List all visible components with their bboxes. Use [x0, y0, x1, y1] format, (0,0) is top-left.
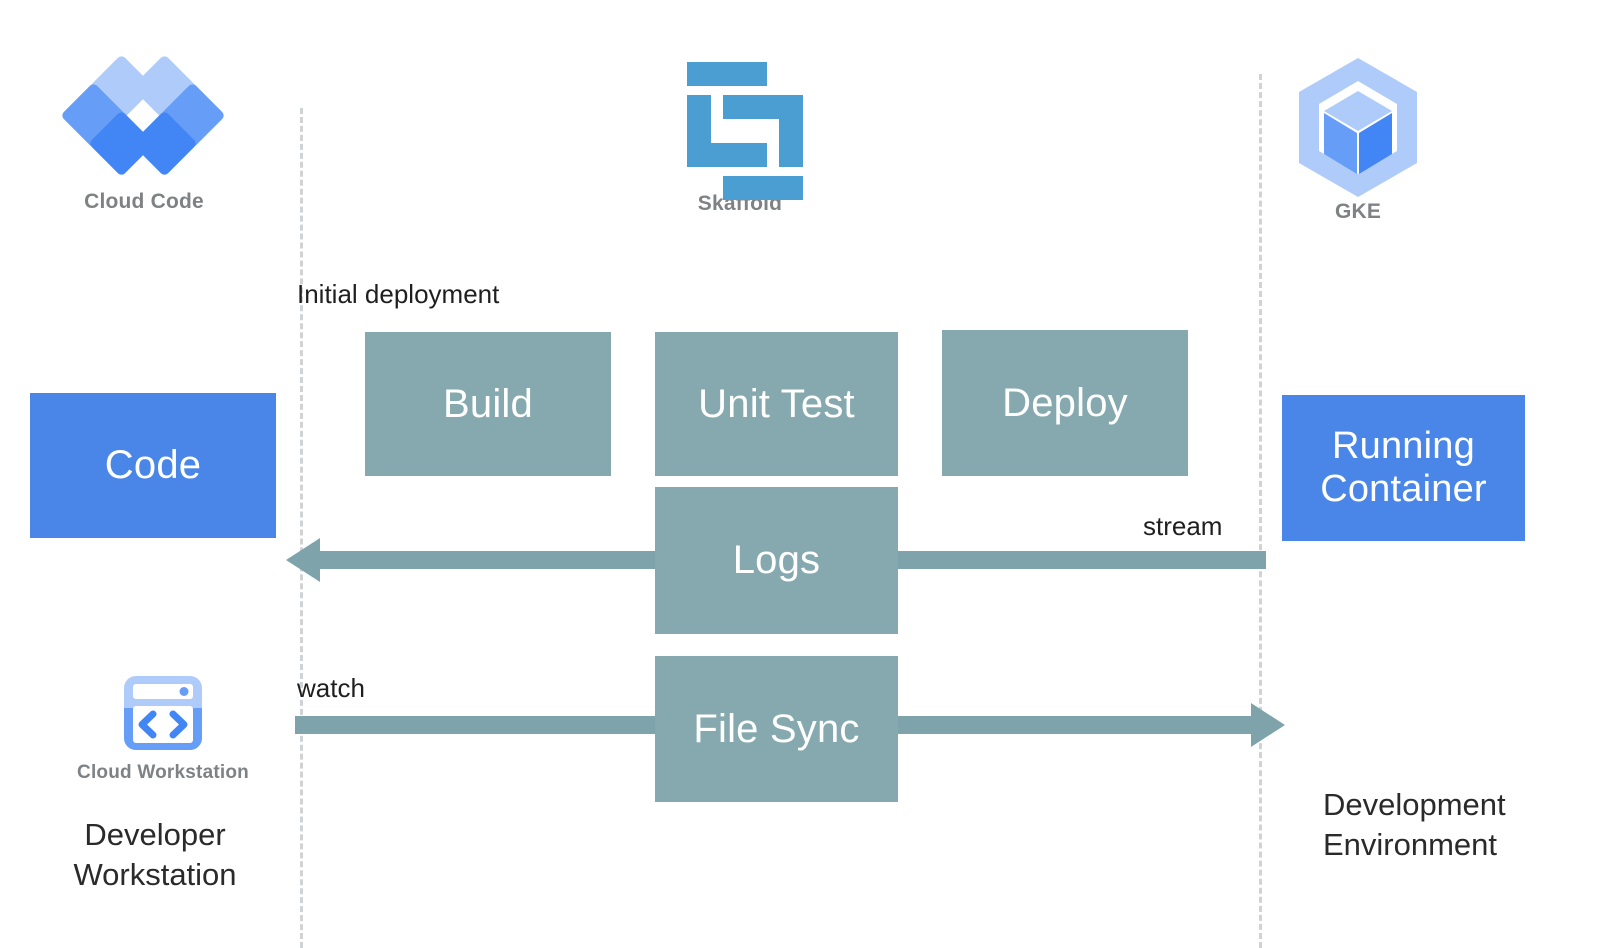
logo-gke: GKE	[1258, 55, 1458, 224]
gke-hexagon-cube-icon	[1293, 55, 1423, 200]
node-code[interactable]: Code	[30, 393, 276, 538]
node-deploy[interactable]: Deploy	[942, 330, 1188, 476]
node-label-code: Code	[104, 443, 202, 488]
node-label-deploy: Deploy	[1002, 380, 1128, 425]
node-label-build: Build	[443, 381, 533, 426]
label-stream: stream	[1143, 511, 1223, 541]
label-developer-workstation: Developer Workstation	[73, 817, 237, 892]
label-development-environment: Development Environment	[1323, 787, 1506, 862]
logo-cloud-code: Cloud Code	[44, 54, 244, 214]
zone-boundary-left	[300, 108, 303, 948]
node-build[interactable]: Build	[365, 332, 611, 476]
node-unit-test[interactable]: Unit Test	[655, 332, 898, 476]
label-watch: watch	[297, 673, 365, 703]
logo-caption-cloud-code: Cloud Code	[84, 190, 204, 213]
node-label-unit-test: Unit Test	[698, 381, 855, 426]
logo-cloud-workstation: Cloud Workstation	[58, 670, 268, 784]
cloud-workstation-window-icon	[120, 670, 206, 756]
logo-caption-gke: GKE	[1334, 200, 1382, 223]
label-initial-deployment: Initial deployment	[297, 279, 500, 309]
node-running-container[interactable]: Running Container	[1282, 395, 1525, 541]
node-file-sync[interactable]: File Sync	[655, 656, 898, 802]
zone-boundary-right	[1259, 74, 1262, 948]
logo-caption-cloud-workstation: Cloud Workstation	[77, 762, 249, 783]
node-label-file-sync: File Sync	[693, 706, 860, 751]
cloud-code-diamonds-icon	[60, 54, 226, 190]
logo-skaffold: Skaffold	[640, 62, 840, 216]
node-logs[interactable]: Logs	[655, 487, 898, 634]
skaffold-scaffold-icon	[681, 62, 803, 200]
node-label-logs: Logs	[732, 538, 821, 583]
node-label-running-container: Running Container	[1320, 425, 1487, 510]
